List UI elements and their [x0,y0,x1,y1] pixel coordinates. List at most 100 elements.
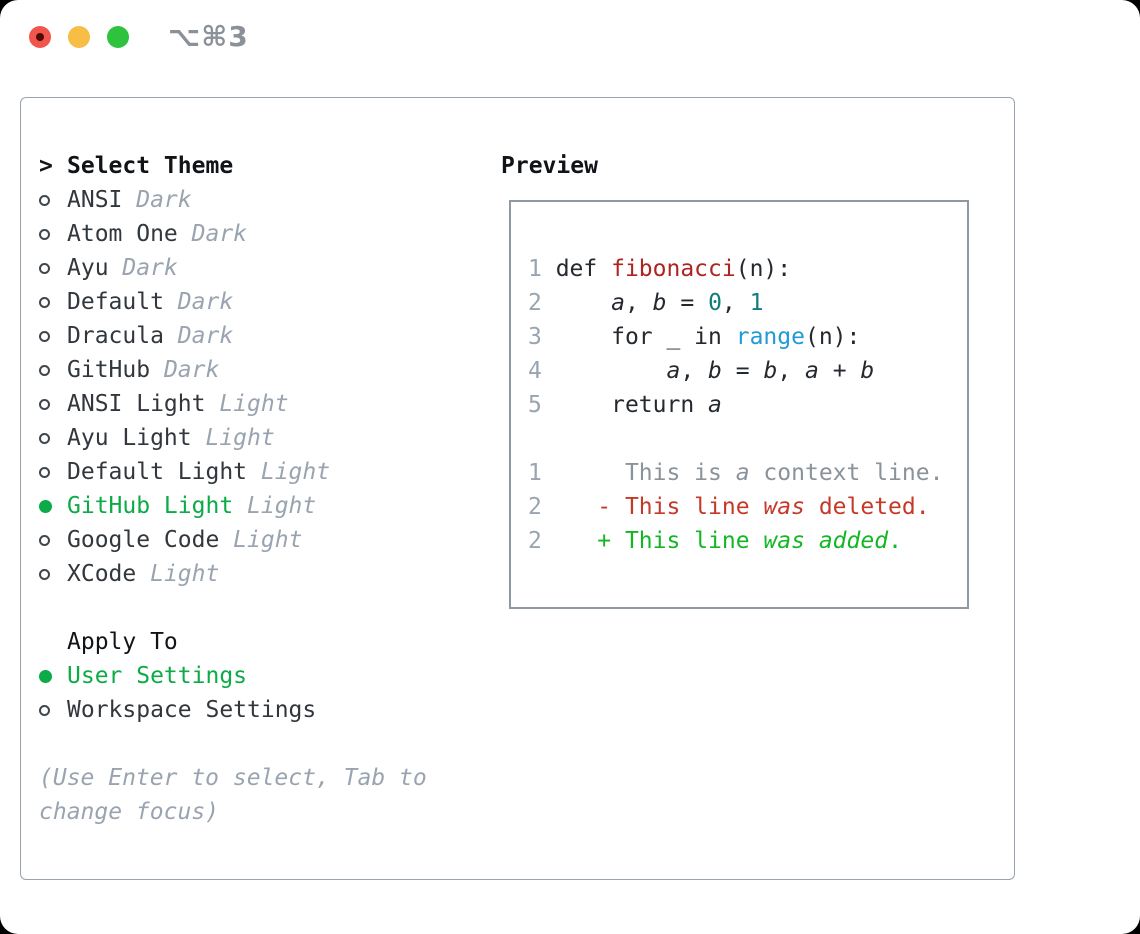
option-label: ANSI Light [67,391,206,417]
code-token: deleted. [804,494,930,520]
code-token [805,528,819,554]
code-token: , [624,290,653,316]
theme-variant-tag: Dark [163,323,234,349]
hint-text: (Use Enter to select, Tab to change focu… [39,765,427,825]
line-number: 2 [528,290,556,316]
theme-variant-tag: Dark [108,255,178,281]
radio-icon [39,296,67,308]
radio-icon [39,704,67,716]
theme-option[interactable]: Ayu Dark [39,251,330,285]
code-token: 0 [708,290,722,316]
code-token: + [818,358,861,384]
code-token: + This line [555,528,764,554]
code-token: (n): [804,324,861,350]
window-shortcut: ⌥⌘3 [168,20,249,53]
code-token: was [763,528,805,554]
line-number: 2 [528,494,556,520]
apply-to-header: Apply To [39,625,316,659]
theme-option[interactable]: Default Light Light [39,455,330,489]
line-number: 1 [528,256,556,282]
close-icon[interactable] [29,26,51,48]
code-line [528,422,967,456]
code-line: 2 - This line was deleted. [528,490,967,524]
code-line: 2 a, b = 0, 1 [528,286,967,320]
theme-variant-tag: Light [136,561,220,587]
code-token [556,290,611,316]
code-token: = [666,290,709,316]
code-token: a [805,358,819,384]
option-label: Atom One [67,221,178,247]
theme-list-header: > Select Theme [39,149,330,183]
radio-icon [39,364,67,376]
code-token: b [652,290,667,316]
code-line: 1 This is a context line. [528,456,967,490]
option-label: GitHub Light [67,493,234,519]
code-token: , [680,358,709,384]
theme-option[interactable]: Atom One Dark [39,217,330,251]
theme-option[interactable]: GitHub Dark [39,353,330,387]
code-token: was [763,494,805,520]
theme-option[interactable]: GitHub Light Light [39,489,330,523]
code-token: added [818,528,889,554]
code-token: context line. [749,460,944,486]
option-label: ANSI [67,187,123,213]
theme-option[interactable]: ANSI Light Light [39,387,330,421]
option-label: Ayu [67,255,109,281]
line-number: 3 [528,324,556,350]
code-token: = [721,358,764,384]
radio-selected-icon [39,499,67,513]
code-token: a [666,358,681,384]
code-token: (n): [735,256,792,282]
theme-option[interactable]: ANSI Dark [39,183,330,217]
theme-variant-tag: Dark [177,221,248,247]
code-token: 1 [749,290,764,316]
code-token: return [555,392,709,418]
apply-option[interactable]: Workspace Settings [39,693,316,727]
line-number: 4 [528,358,556,384]
theme-option[interactable]: Ayu Light Light [39,421,330,455]
option-label: Dracula [67,323,164,349]
theme-variant-tag: Light [191,425,275,451]
code-line: 2 + This line was added. [528,524,967,558]
option-label: Default Light [67,459,248,485]
theme-variant-tag: Light [247,459,331,485]
preview-title: Preview [501,153,598,179]
code-token: , [721,290,750,316]
titlebar: ⌥⌘3 [0,0,1140,78]
radio-icon [39,194,67,206]
theme-option[interactable]: XCode Light [39,557,330,591]
theme-variant-tag: Light [233,493,317,519]
code-token: b [763,358,778,384]
code-token: for _ in [555,324,736,350]
theme-list-title: Select Theme [67,153,234,179]
code-token: fibonacci [611,256,736,282]
option-label: XCode [67,561,137,587]
option-label: Default [67,289,164,315]
code-token: b [860,358,875,384]
theme-option[interactable]: Google Code Light [39,523,330,557]
code-token: This is [555,460,736,486]
radio-icon [39,262,67,274]
theme-variant-tag: Dark [122,187,192,213]
theme-variant-tag: Light [205,391,289,417]
radio-icon [39,228,67,240]
code-line: 5 return a [528,388,967,422]
prompt-caret-icon: > [39,153,53,179]
minimize-icon[interactable] [68,26,90,48]
line-number: 5 [528,392,556,418]
theme-variant-tag: Dark [163,289,234,315]
theme-variant-tag: Dark [150,357,220,383]
radio-icon [39,398,67,410]
code-token: range [735,324,805,350]
theme-option[interactable]: Default Dark [39,285,330,319]
apply-option[interactable]: User Settings [39,659,316,693]
theme-option[interactable]: Dracula Dark [39,319,330,353]
maximize-icon[interactable] [107,26,129,48]
